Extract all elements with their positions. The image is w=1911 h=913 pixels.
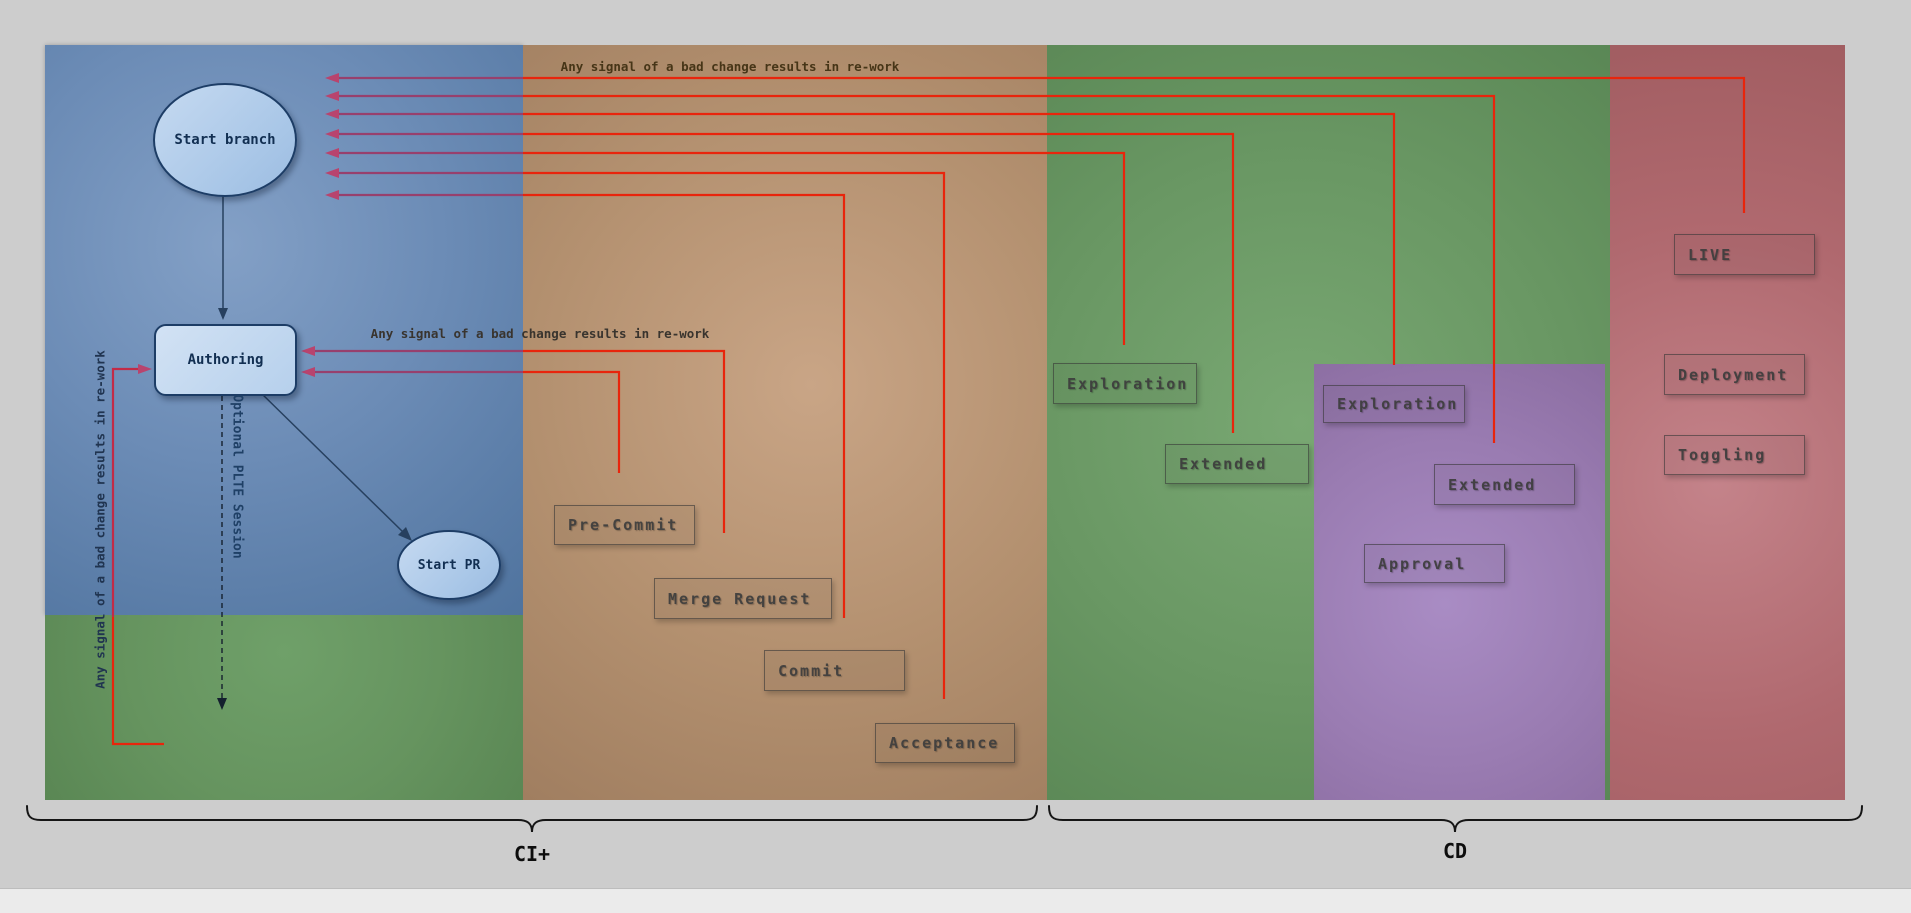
node-start-branch: Start branch [153,83,297,197]
stage-box-extended-ci: Extended [1165,444,1309,484]
rework-line-exploration-authoring [111,617,164,746]
rework-line-extended-ci [523,132,1235,433]
rework-line-acceptance [523,171,946,699]
stage-box-pre-commit: Pre-Commit [554,505,695,545]
stage-box-deployment: Deployment [1664,354,1805,395]
node-start-branch-label: Start branch [174,132,276,148]
region-exploration-bottom-left [45,615,523,800]
arrowhead-icon [301,346,315,356]
arrowhead-icon [325,190,339,200]
rework-line-exploration-ci [523,151,1126,345]
arrowhead-icon [325,168,339,178]
node-authoring-label: Authoring [187,352,264,368]
group-label-cd: CD [1442,839,1468,863]
node-start-pr-label: Start PR [417,557,481,573]
rework-annotation-top: Any signal of a bad change results in re… [560,59,900,74]
stage-box-extended-cd: Extended [1434,464,1575,505]
arrowhead-icon [217,698,227,710]
arrowhead-icon [325,91,339,101]
rework-line-exploration-cd [523,112,1396,365]
rework-annotation-authoring: Any signal of a bad change results in re… [370,326,710,341]
bottom-margin-strip [0,888,1911,913]
arrowhead-icon [325,73,339,83]
region-live-red [1610,45,1845,800]
rework-line-live [523,76,1746,213]
stage-box-exploration-cd: Exploration [1323,385,1465,423]
rework-annotation-vertical: Any signal of a bad change results in re… [92,350,108,689]
stage-box-commit: Commit [764,650,905,691]
stage-box-acceptance: Acceptance [875,723,1015,763]
brace-cd [1048,805,1863,833]
flow-authoring-to-start-pr [259,391,405,534]
stage-box-live: LIVE [1674,234,1815,275]
group-label-ci: CI+ [513,842,551,866]
region-ci-pipeline-tan [523,45,1047,800]
rework-line-merge-request [523,349,726,533]
arrowhead-icon [218,308,228,320]
stage-box-approval: Approval [1364,544,1505,583]
arrowhead-icon [325,109,339,119]
brace-ci [26,805,1038,833]
optional-session-annotation: Optional PLTE Session [229,394,245,559]
arrowhead-icon [325,129,339,139]
rework-line-commit [523,193,846,618]
arrowhead-icon [398,527,412,541]
rework-line-pre-commit [523,370,621,473]
stage-box-merge-request: Merge Request [654,578,832,619]
arrowhead-icon [138,364,152,374]
stage-box-toggling: Toggling [1664,435,1805,475]
arrowhead-icon [301,367,315,377]
stage-box-exploration-ci: Exploration [1053,363,1197,404]
node-authoring: Authoring [154,324,297,396]
rework-line-extended-cd [523,94,1496,443]
arrowhead-icon [325,148,339,158]
node-start-pr: Start PR [397,530,501,600]
